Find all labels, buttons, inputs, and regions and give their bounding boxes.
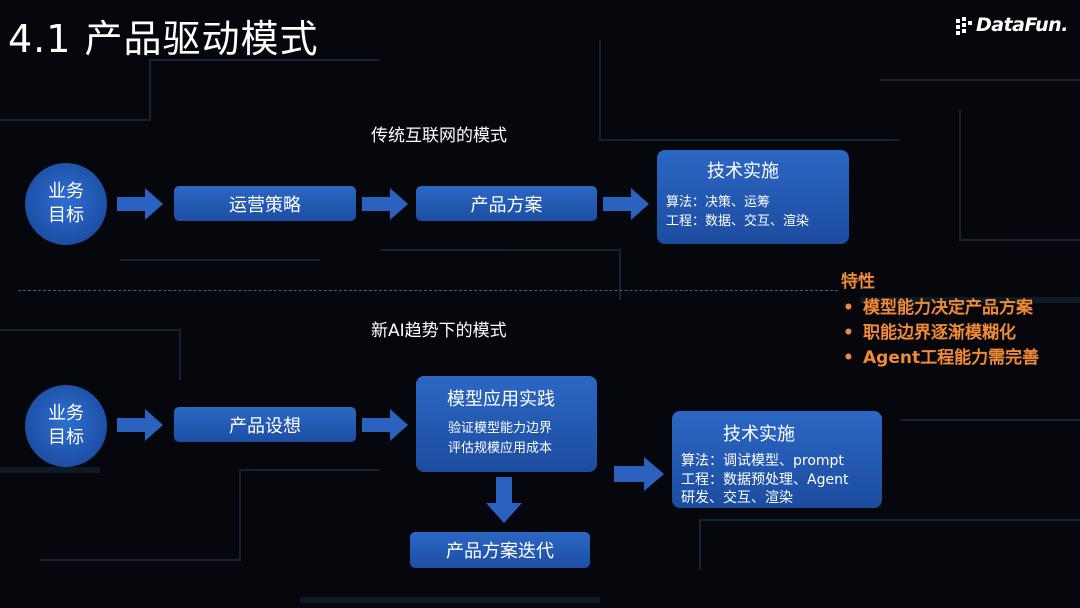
trait-item: • 模型能力决定产品方案 [843, 293, 1033, 318]
tech-card-line: 研发、交互、渲染 [681, 490, 793, 506]
operation-strategy-box: 运营策略 [174, 186, 356, 221]
trait-item: • 职能边界逐渐模糊化 [843, 318, 1016, 343]
product-iteration-box: 产品方案迭代 [410, 532, 590, 568]
bullet-icon: • [843, 323, 854, 343]
right-arrow-icon [362, 188, 408, 220]
slide-title: 4.1 产品驱动模式 [8, 17, 319, 61]
logo-text: DataFun. [976, 14, 1068, 36]
goal-line-1: 业务 [48, 403, 84, 424]
trait-text: 职能边界逐渐模糊化 [863, 323, 1016, 343]
trait-text: 模型能力决定产品方案 [863, 298, 1033, 318]
practice-card-line: 验证模型能力边界 [448, 421, 553, 436]
tech-card-line: 算法：调试模型、prompt [681, 453, 844, 469]
tech-card-title: 技术实施 [707, 161, 779, 182]
traditional-section-label: 传统互联网的模式 [371, 126, 507, 146]
bullet-icon: • [843, 298, 854, 318]
down-arrow-icon [486, 477, 522, 523]
product-idea-box: 产品设想 [174, 407, 356, 442]
ai-goal-circle: 业务 目标 [25, 385, 107, 467]
traditional-goal-circle: 业务 目标 [25, 163, 107, 245]
practice-card-title: 模型应用实践 [447, 389, 555, 410]
right-arrow-icon [603, 188, 649, 220]
right-arrow-icon [117, 188, 163, 220]
datafun-logo: DataFun. [956, 14, 1068, 40]
section-divider [18, 290, 838, 291]
traits-title: 特性 [841, 272, 875, 292]
trait-item: • Agent工程能力需完善 [843, 343, 1039, 368]
trait-text: Agent工程能力需完善 [863, 348, 1040, 368]
product-plan-box: 产品方案 [416, 186, 597, 221]
tech-card-line: 工程：数据、交互、渲染 [666, 214, 810, 229]
right-arrow-icon [117, 409, 163, 441]
practice-card-line: 评估规模应用成本 [448, 441, 553, 456]
tech-card-line: 算法：决策、运筹 [666, 195, 771, 210]
datafun-logo-icon [956, 17, 972, 35]
right-arrow-icon [614, 457, 664, 491]
ai-section-label: 新AI趋势下的模式 [371, 321, 507, 341]
ai-tech-card: 技术实施 算法：调试模型、prompt 工程：数据预处理、Agent 研发、交互… [672, 411, 882, 508]
right-arrow-icon [362, 409, 408, 441]
bullet-icon: • [843, 348, 854, 368]
goal-line-1: 业务 [48, 181, 84, 202]
tech-card-title: 技术实施 [723, 424, 795, 445]
goal-line-2: 目标 [48, 427, 84, 448]
goal-line-2: 目标 [48, 205, 84, 226]
traditional-tech-card: 技术实施 算法：决策、运筹 工程：数据、交互、渲染 [657, 150, 849, 244]
model-practice-card: 模型应用实践 验证模型能力边界 评估规模应用成本 [416, 376, 597, 472]
tech-card-line: 工程：数据预处理、Agent [681, 472, 849, 488]
